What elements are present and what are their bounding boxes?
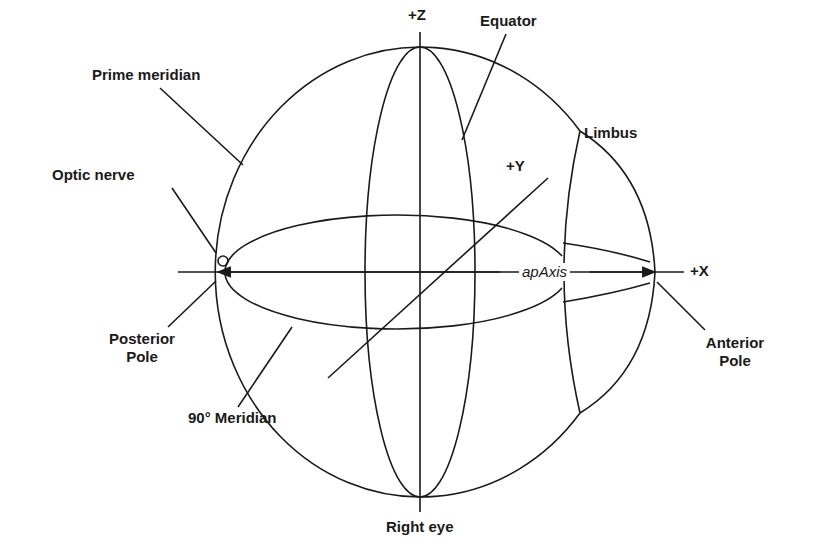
meridian-cornea xyxy=(563,243,650,262)
axis-label: +Y xyxy=(506,157,525,175)
ap-axis-arrow xyxy=(590,271,655,273)
part-label: Prime meridian xyxy=(92,66,200,84)
axis-label: +X xyxy=(690,262,709,280)
ap-axis-arrow xyxy=(218,271,500,273)
leader-line xyxy=(238,327,292,407)
caption-label: Right eye xyxy=(386,518,454,536)
x-axis xyxy=(178,271,684,273)
part-label: 90° Meridian xyxy=(188,409,277,427)
part-label: Posterior Pole xyxy=(92,330,192,366)
axis-label: apAxis xyxy=(519,263,570,281)
part-label: Limbus xyxy=(584,124,637,142)
part-label: Optic nerve xyxy=(52,166,135,184)
leader-line xyxy=(160,88,243,165)
leader-line xyxy=(168,281,216,327)
optic-nerve-symbol xyxy=(218,256,228,266)
meridian-cornea xyxy=(563,283,650,302)
leader-line xyxy=(172,188,216,253)
part-label: Anterior Pole xyxy=(690,334,780,370)
globe-outline xyxy=(215,47,580,497)
y-axis xyxy=(328,178,548,378)
axis-label: +Z xyxy=(408,6,426,24)
part-label: Equator xyxy=(480,12,537,30)
leader-line xyxy=(657,282,705,330)
leader-line xyxy=(462,34,506,140)
cornea-outline xyxy=(580,131,655,413)
